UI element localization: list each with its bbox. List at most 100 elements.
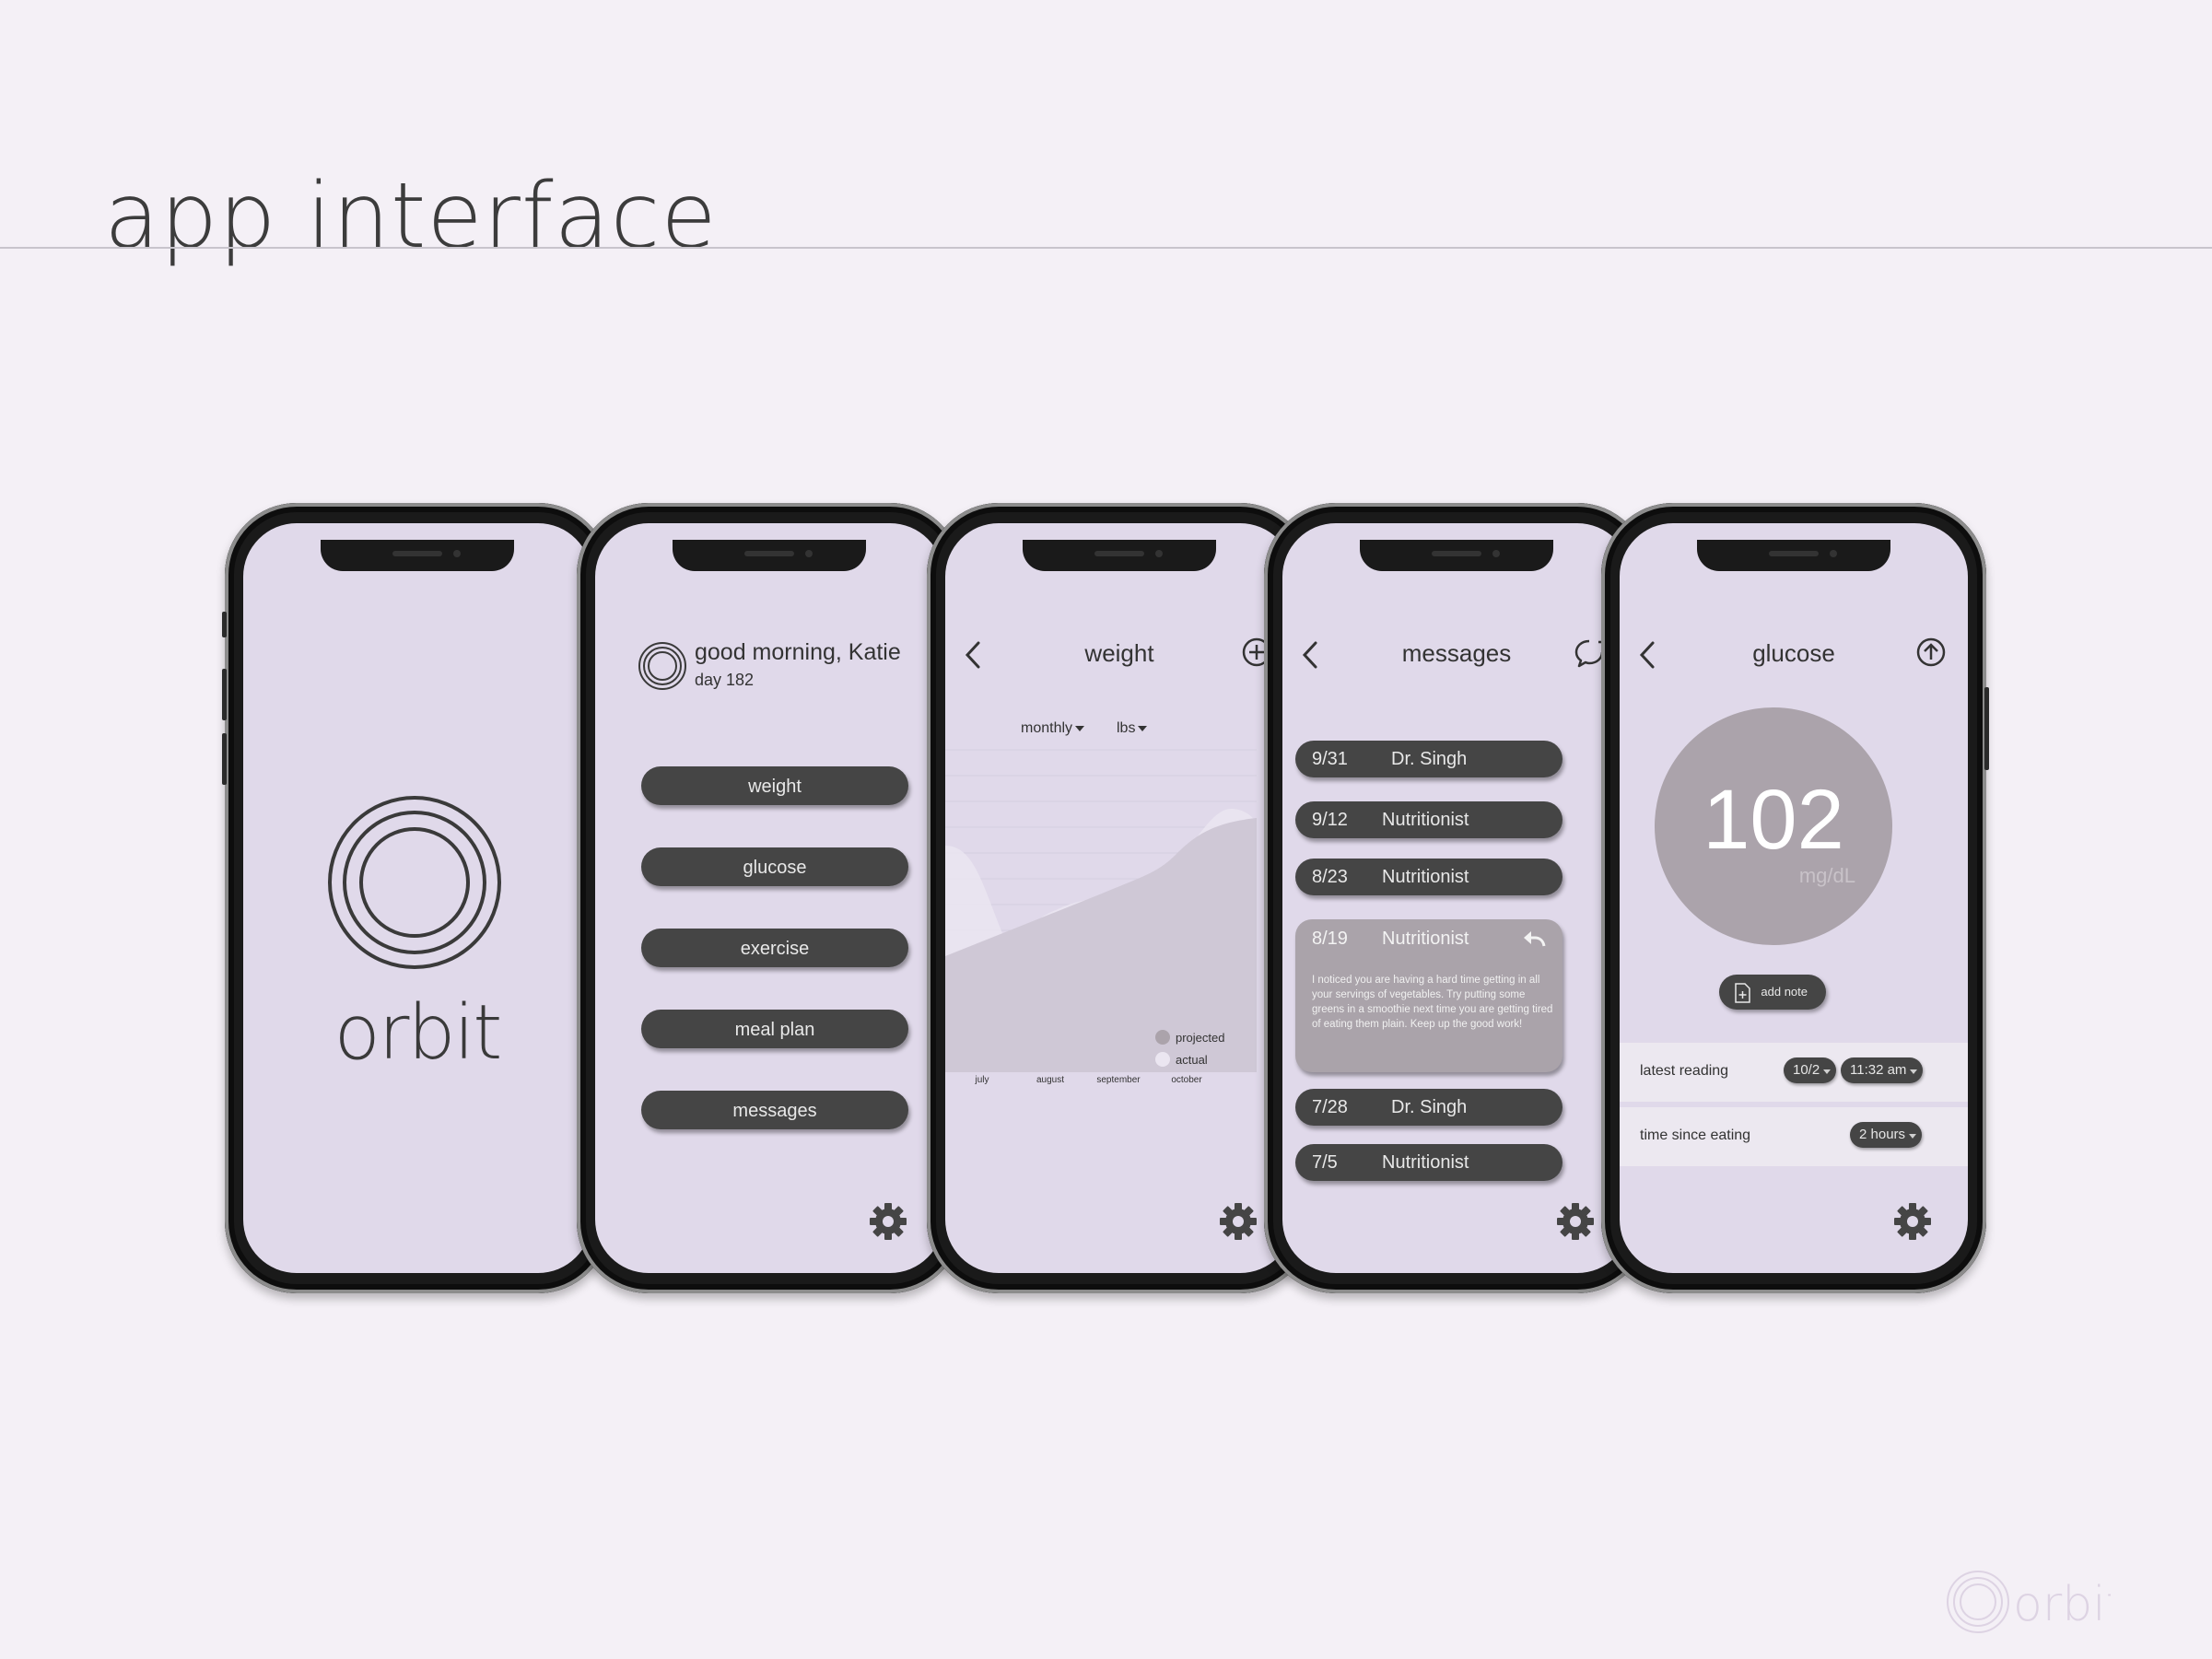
weight-title: weight [1084, 639, 1154, 667]
chevron-down-icon [1909, 1134, 1917, 1139]
message-sender: Nutritionist [1382, 867, 1469, 887]
latest-reading-row: latest reading 10/2 11:32 am [1620, 1043, 1968, 1102]
glucose-reading-circle: 102 mg/dL [1655, 707, 1892, 945]
glucose-screen: glucose 102 mg/dL add note latest readin… [1620, 523, 1968, 1273]
latest-time-value: 11:32 am [1850, 1062, 1907, 1078]
reply-arrow-icon[interactable] [1522, 929, 1546, 949]
back-chevron-icon[interactable] [1636, 639, 1658, 671]
x-tick-october: october [1171, 1075, 1202, 1085]
settings-gear-icon[interactable] [868, 1201, 908, 1242]
x-tick-august: august [1036, 1075, 1064, 1085]
time-since-eating-select[interactable]: 2 hours [1850, 1122, 1923, 1148]
actual-area [945, 818, 1257, 1085]
message-date: 9/12 [1312, 810, 1348, 830]
time-since-eating-label: time since eating [1640, 1127, 1751, 1143]
message-item[interactable]: 8/23 Nutritionist [1295, 859, 1562, 895]
back-chevron-icon[interactable] [1299, 639, 1321, 671]
unit-value: lbs [1117, 720, 1136, 736]
add-note-label: add note [1761, 985, 1808, 999]
message-date: 7/28 [1312, 1097, 1348, 1117]
footer-orbit-logo: orbit [1947, 1571, 2111, 1633]
time-since-eating-value: 2 hours [1859, 1127, 1906, 1142]
orbit-logo-icon [1947, 1571, 2009, 1633]
greeting-text: good morning, Katie [695, 639, 901, 665]
latest-reading-label: latest reading [1640, 1063, 1729, 1079]
phone-home: good morning, Katie day 182 weight gluco… [577, 503, 962, 1293]
message-item[interactable]: 7/5 Nutritionist [1295, 1144, 1562, 1181]
glucose-title: glucose [1752, 639, 1835, 667]
message-sender: Dr. Singh [1391, 749, 1468, 769]
back-chevron-icon[interactable] [962, 639, 984, 671]
menu-messages-button[interactable]: messages [641, 1091, 908, 1129]
message-date: 7/5 [1312, 1152, 1338, 1173]
phone-glucose: glucose 102 mg/dL add note latest readin… [1601, 503, 1989, 1293]
glucose-header: glucose [1620, 632, 1968, 678]
phone-weight: weight monthly lbs [927, 503, 1312, 1293]
menu-glucose-button[interactable]: glucose [641, 847, 908, 886]
time-since-eating-row: time since eating 2 hours [1620, 1107, 1968, 1166]
x-tick-september: september [1096, 1075, 1141, 1085]
phone-messages: messages 9/31 Dr. Singh 9/12 Nutritionis… [1264, 503, 1649, 1293]
menu-weight-button[interactable]: weight [641, 766, 908, 805]
phone-mute-switch [222, 612, 227, 637]
upload-arrow-icon[interactable] [1914, 636, 1948, 669]
message-sender: Nutritionist [1382, 810, 1469, 830]
glucose-value: 102 [1703, 773, 1844, 867]
message-expanded[interactable]: 8/19 Nutritionist I noticed you are havi… [1295, 919, 1562, 1072]
latest-time-select[interactable]: 11:32 am [1841, 1057, 1924, 1083]
period-select[interactable]: monthly [1021, 720, 1085, 737]
latest-date-value: 10/2 [1793, 1062, 1820, 1078]
orbit-logo-icon [328, 796, 501, 969]
phone-power-button [1984, 687, 1989, 770]
splash-screen[interactable]: orbit [243, 523, 591, 1273]
period-value: monthly [1021, 720, 1073, 736]
weight-header: weight [945, 632, 1293, 678]
message-item[interactable]: 9/12 Nutritionist [1295, 801, 1562, 838]
phone-notch [1360, 540, 1553, 571]
message-body: I noticed you are having a hard time get… [1312, 975, 1553, 1030]
chevron-down-icon [1138, 725, 1148, 731]
glucose-unit: mg/dL [1798, 864, 1855, 887]
chevron-down-icon [1075, 725, 1085, 731]
legend-actual-label: actual [1176, 1053, 1208, 1067]
orbit-logo-icon [638, 642, 686, 690]
settings-gear-icon[interactable] [1892, 1201, 1933, 1242]
page-title: app interface [104, 164, 718, 269]
day-counter: day 182 [695, 671, 755, 689]
menu-meal-plan-button[interactable]: meal plan [641, 1010, 908, 1048]
chevron-down-icon [1910, 1069, 1918, 1074]
message-date: 8/19 [1312, 929, 1348, 949]
phone-volume-up [222, 669, 227, 720]
phone-notch [1697, 540, 1890, 571]
messages-screen: messages 9/31 Dr. Singh 9/12 Nutritionis… [1282, 523, 1631, 1273]
phone-volume-down [222, 733, 227, 785]
phone-splash: orbit [222, 503, 610, 1293]
message-date: 9/31 [1312, 749, 1348, 769]
footer-wordmark: orbit [2013, 1577, 2111, 1632]
title-divider [0, 247, 2212, 249]
brand-wordmark: orbit [334, 989, 503, 1077]
message-item[interactable]: 7/28 Dr. Singh [1295, 1089, 1562, 1126]
menu-exercise-button[interactable]: exercise [641, 929, 908, 967]
document-plus-icon [1735, 983, 1750, 1003]
messages-header: messages [1282, 632, 1631, 678]
chevron-down-icon [1823, 1069, 1832, 1074]
phone-notch [1023, 540, 1216, 571]
x-tick-july: july [974, 1075, 989, 1085]
settings-gear-icon[interactable] [1555, 1201, 1596, 1242]
message-sender: Dr. Singh [1391, 1097, 1468, 1117]
message-sender: Nutritionist [1382, 929, 1469, 949]
latest-date-select[interactable]: 10/2 [1784, 1057, 1837, 1083]
settings-gear-icon[interactable] [1218, 1201, 1258, 1242]
phone-notch [673, 540, 866, 571]
phone-notch [321, 540, 514, 571]
x-axis-band [945, 1072, 1257, 1085]
legend-projected-swatch [1155, 1030, 1170, 1045]
legend-actual-swatch [1155, 1052, 1170, 1067]
home-screen: good morning, Katie day 182 weight gluco… [595, 523, 943, 1273]
add-note-button[interactable]: add note [1719, 975, 1826, 1010]
legend-projected-label: projected [1176, 1031, 1224, 1045]
unit-select[interactable]: lbs [1117, 720, 1148, 737]
message-item[interactable]: 9/31 Dr. Singh [1295, 741, 1562, 777]
x-axis-labels: july august september october [974, 1075, 1202, 1085]
